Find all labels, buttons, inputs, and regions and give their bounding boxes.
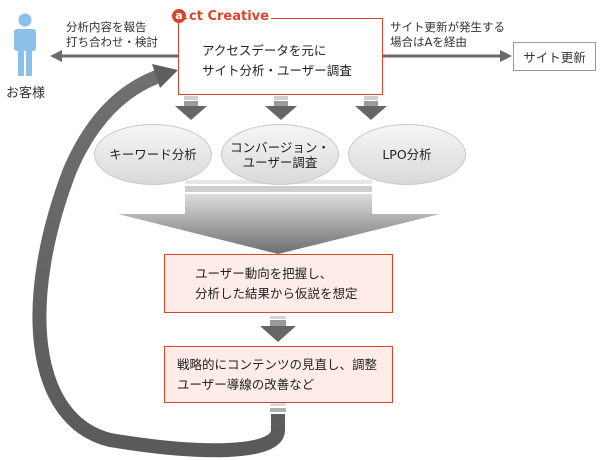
keyword-analysis-ellipse: キーワード分析 (94, 124, 212, 185)
lpo-analysis-ellipse: LPO分析 (348, 124, 466, 185)
content-review-line1: 戦略的にコンテンツの見直し、調整 (177, 357, 378, 372)
update-note-line2: 場合はAを経由 (390, 35, 467, 49)
content-review-box: 戦略的にコンテンツの見直し、調整 ユーザー導線の改善など (164, 346, 393, 403)
person-icon (14, 13, 36, 76)
logo-mark: a (172, 9, 186, 23)
report-note-line2: 打ち合わせ・検討 (66, 35, 158, 49)
arrow-to-customer (50, 50, 178, 62)
logo-word: ct Creative (187, 9, 271, 24)
update-note-line1: サイト更新が発生する (390, 20, 505, 34)
ellipse-label-line1: コンバージョン・ (230, 139, 330, 155)
site-update-box: サイト更新 (513, 42, 596, 71)
site-update-label: サイト更新 (523, 50, 586, 65)
feedback-curve-arrow (32, 64, 286, 458)
ellipse-label-line1: LPO分析 (382, 147, 432, 162)
hypothesis-line1: ユーザー動向を把握し、 (195, 266, 333, 281)
arrow-down-center (265, 96, 297, 120)
main-box-line2: サイト分析・ユーザー調査 (202, 63, 352, 78)
content-review-line2: ユーザー導線の改善など (177, 377, 315, 392)
main-box-line1: アクセスデータを元に (202, 43, 327, 58)
report-note: 分析内容を報告 打ち合わせ・検討 (66, 20, 158, 50)
update-note: サイト更新が発生する 場合はAを経由 (390, 20, 505, 50)
arrow-to-site-update (383, 50, 512, 62)
conversion-survey-ellipse: コンバージョン・ ユーザー調査 (221, 124, 339, 185)
ellipse-label-line1: キーワード分析 (109, 147, 197, 162)
funnel-arrow (118, 180, 440, 254)
main-analysis-box: アクセスデータを元に サイト分析・ユーザー調査 (178, 18, 383, 95)
ellipse-label-line2: ユーザー調査 (242, 154, 318, 170)
report-note-line1: 分析内容を報告 (66, 20, 147, 34)
customer-label: お客様 (6, 86, 46, 101)
hypothesis-box: ユーザー動向を把握し、 分析した結果から仮説を想定 (164, 254, 393, 313)
arrow-down-left (175, 96, 207, 120)
arrow-down-right (355, 96, 387, 120)
hypothesis-line2: 分析した結果から仮説を想定 (195, 286, 358, 301)
arrow-down-middle (260, 316, 296, 342)
